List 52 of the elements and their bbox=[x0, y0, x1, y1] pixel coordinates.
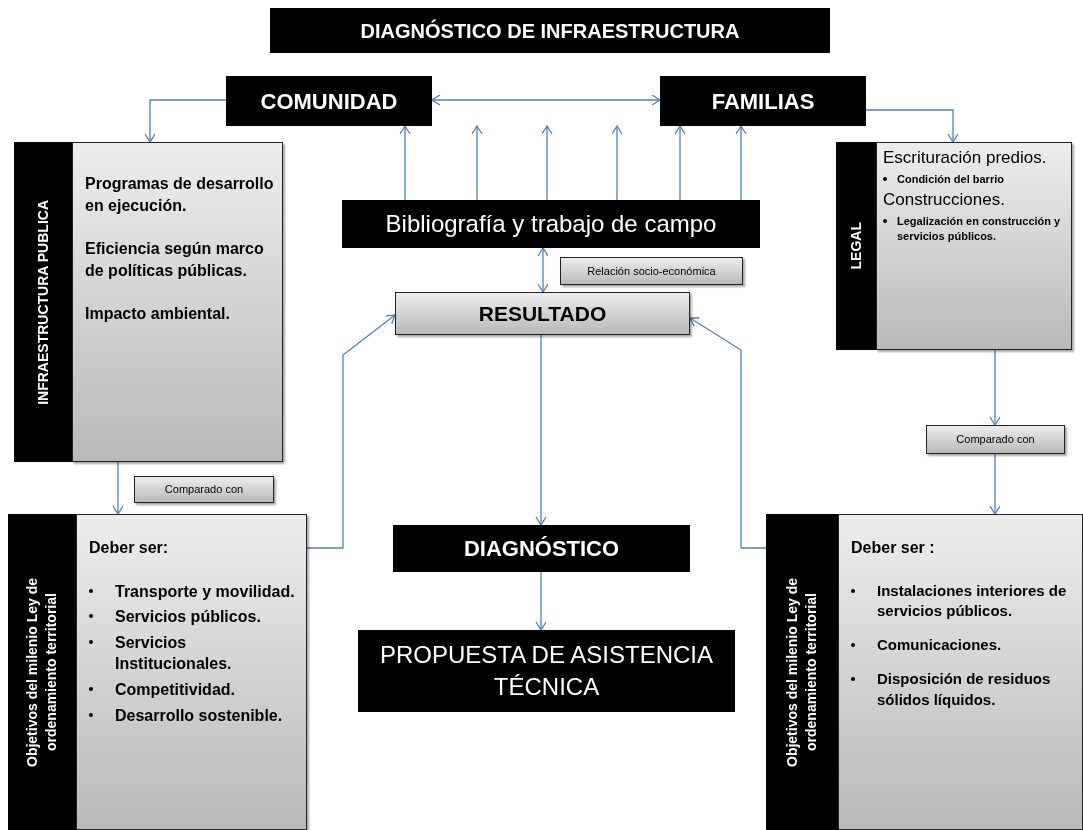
connector-arrow bbox=[989, 453, 1001, 515]
tab-title: LEGAL bbox=[846, 222, 865, 270]
connector-arrow bbox=[674, 125, 686, 201]
connector-arrow bbox=[431, 94, 661, 106]
category-panel bbox=[766, 514, 1083, 830]
connector-arrow bbox=[611, 125, 623, 201]
label-box: Bibliografía y trabajo de campo bbox=[342, 200, 760, 248]
panel-text: Deber ser : bbox=[851, 538, 935, 558]
label-box: DIAGNÓSTICO bbox=[393, 525, 690, 572]
panel-text: Construcciones. bbox=[883, 188, 1005, 211]
note-box: Comparado con bbox=[926, 425, 1065, 454]
connector-arrow bbox=[689, 317, 767, 549]
panel-text: Eficiencia según marco de políticas públicas. bbox=[85, 239, 265, 281]
category-panel bbox=[8, 514, 307, 830]
panel-text: Instalaciones interiores de servicios públicos. bbox=[877, 580, 1068, 621]
connector-arrow bbox=[541, 125, 553, 201]
connector-arrow bbox=[471, 125, 483, 201]
connector-arrow bbox=[399, 125, 411, 201]
label-box: FAMILIAS bbox=[660, 76, 866, 126]
connector-arrow bbox=[865, 109, 959, 143]
panel-text: Transporte y movilidad. bbox=[115, 581, 295, 602]
tab-title: Objetivos del milenio Ley de ordenamiento territorial bbox=[23, 576, 60, 769]
panel-text: Disposición de residuos sólidos líquidos. bbox=[877, 669, 1052, 710]
panel-text: Programas de desarrollo en ejecución. bbox=[85, 174, 274, 216]
category-panel bbox=[836, 142, 1072, 350]
panel-text: Competitividad. bbox=[115, 679, 235, 700]
panel-text: Comunicaciones. bbox=[877, 635, 1002, 656]
connector-arrow bbox=[535, 571, 547, 631]
title-banner: DIAGNÓSTICO DE INFRAESTRUCTURA bbox=[270, 8, 830, 53]
panel-text: Escrituración predios. bbox=[883, 147, 1047, 169]
tab-title: INFRAESTRUCTURA PUBLICA bbox=[33, 199, 52, 405]
connector-arrow bbox=[537, 247, 549, 293]
label-box: PROPUESTA DE ASISTENCIA TÉCNICA bbox=[358, 630, 735, 712]
result-box: RESULTADO bbox=[395, 292, 690, 335]
connector-arrow bbox=[144, 99, 227, 143]
category-panel bbox=[14, 142, 283, 462]
connector-arrow bbox=[535, 334, 547, 526]
connector-arrow bbox=[989, 349, 1001, 426]
connector-arrow bbox=[735, 125, 747, 201]
panel-text: Desarrollo sostenible. bbox=[115, 705, 283, 726]
panel-text: Deber ser: bbox=[89, 538, 169, 558]
connector-arrow bbox=[112, 461, 124, 515]
panel-text: Condición del barrio bbox=[897, 171, 1004, 187]
panel-text: Servicios públicos. bbox=[115, 607, 261, 628]
panel-text: Servicios Institucionales. bbox=[115, 632, 233, 675]
note-box: Relación socio-económica bbox=[560, 257, 743, 285]
panel-text: Impacto ambiental. bbox=[85, 304, 230, 325]
panel-text: Legalización en construcción y servicios públicos. bbox=[897, 213, 1062, 244]
note-box: Comparado con bbox=[134, 476, 274, 503]
connector-arrow bbox=[306, 314, 396, 549]
label-box: COMUNIDAD bbox=[226, 76, 432, 126]
tab-title: Objetivos del milenio Ley de ordenamiento territorial bbox=[783, 576, 820, 769]
